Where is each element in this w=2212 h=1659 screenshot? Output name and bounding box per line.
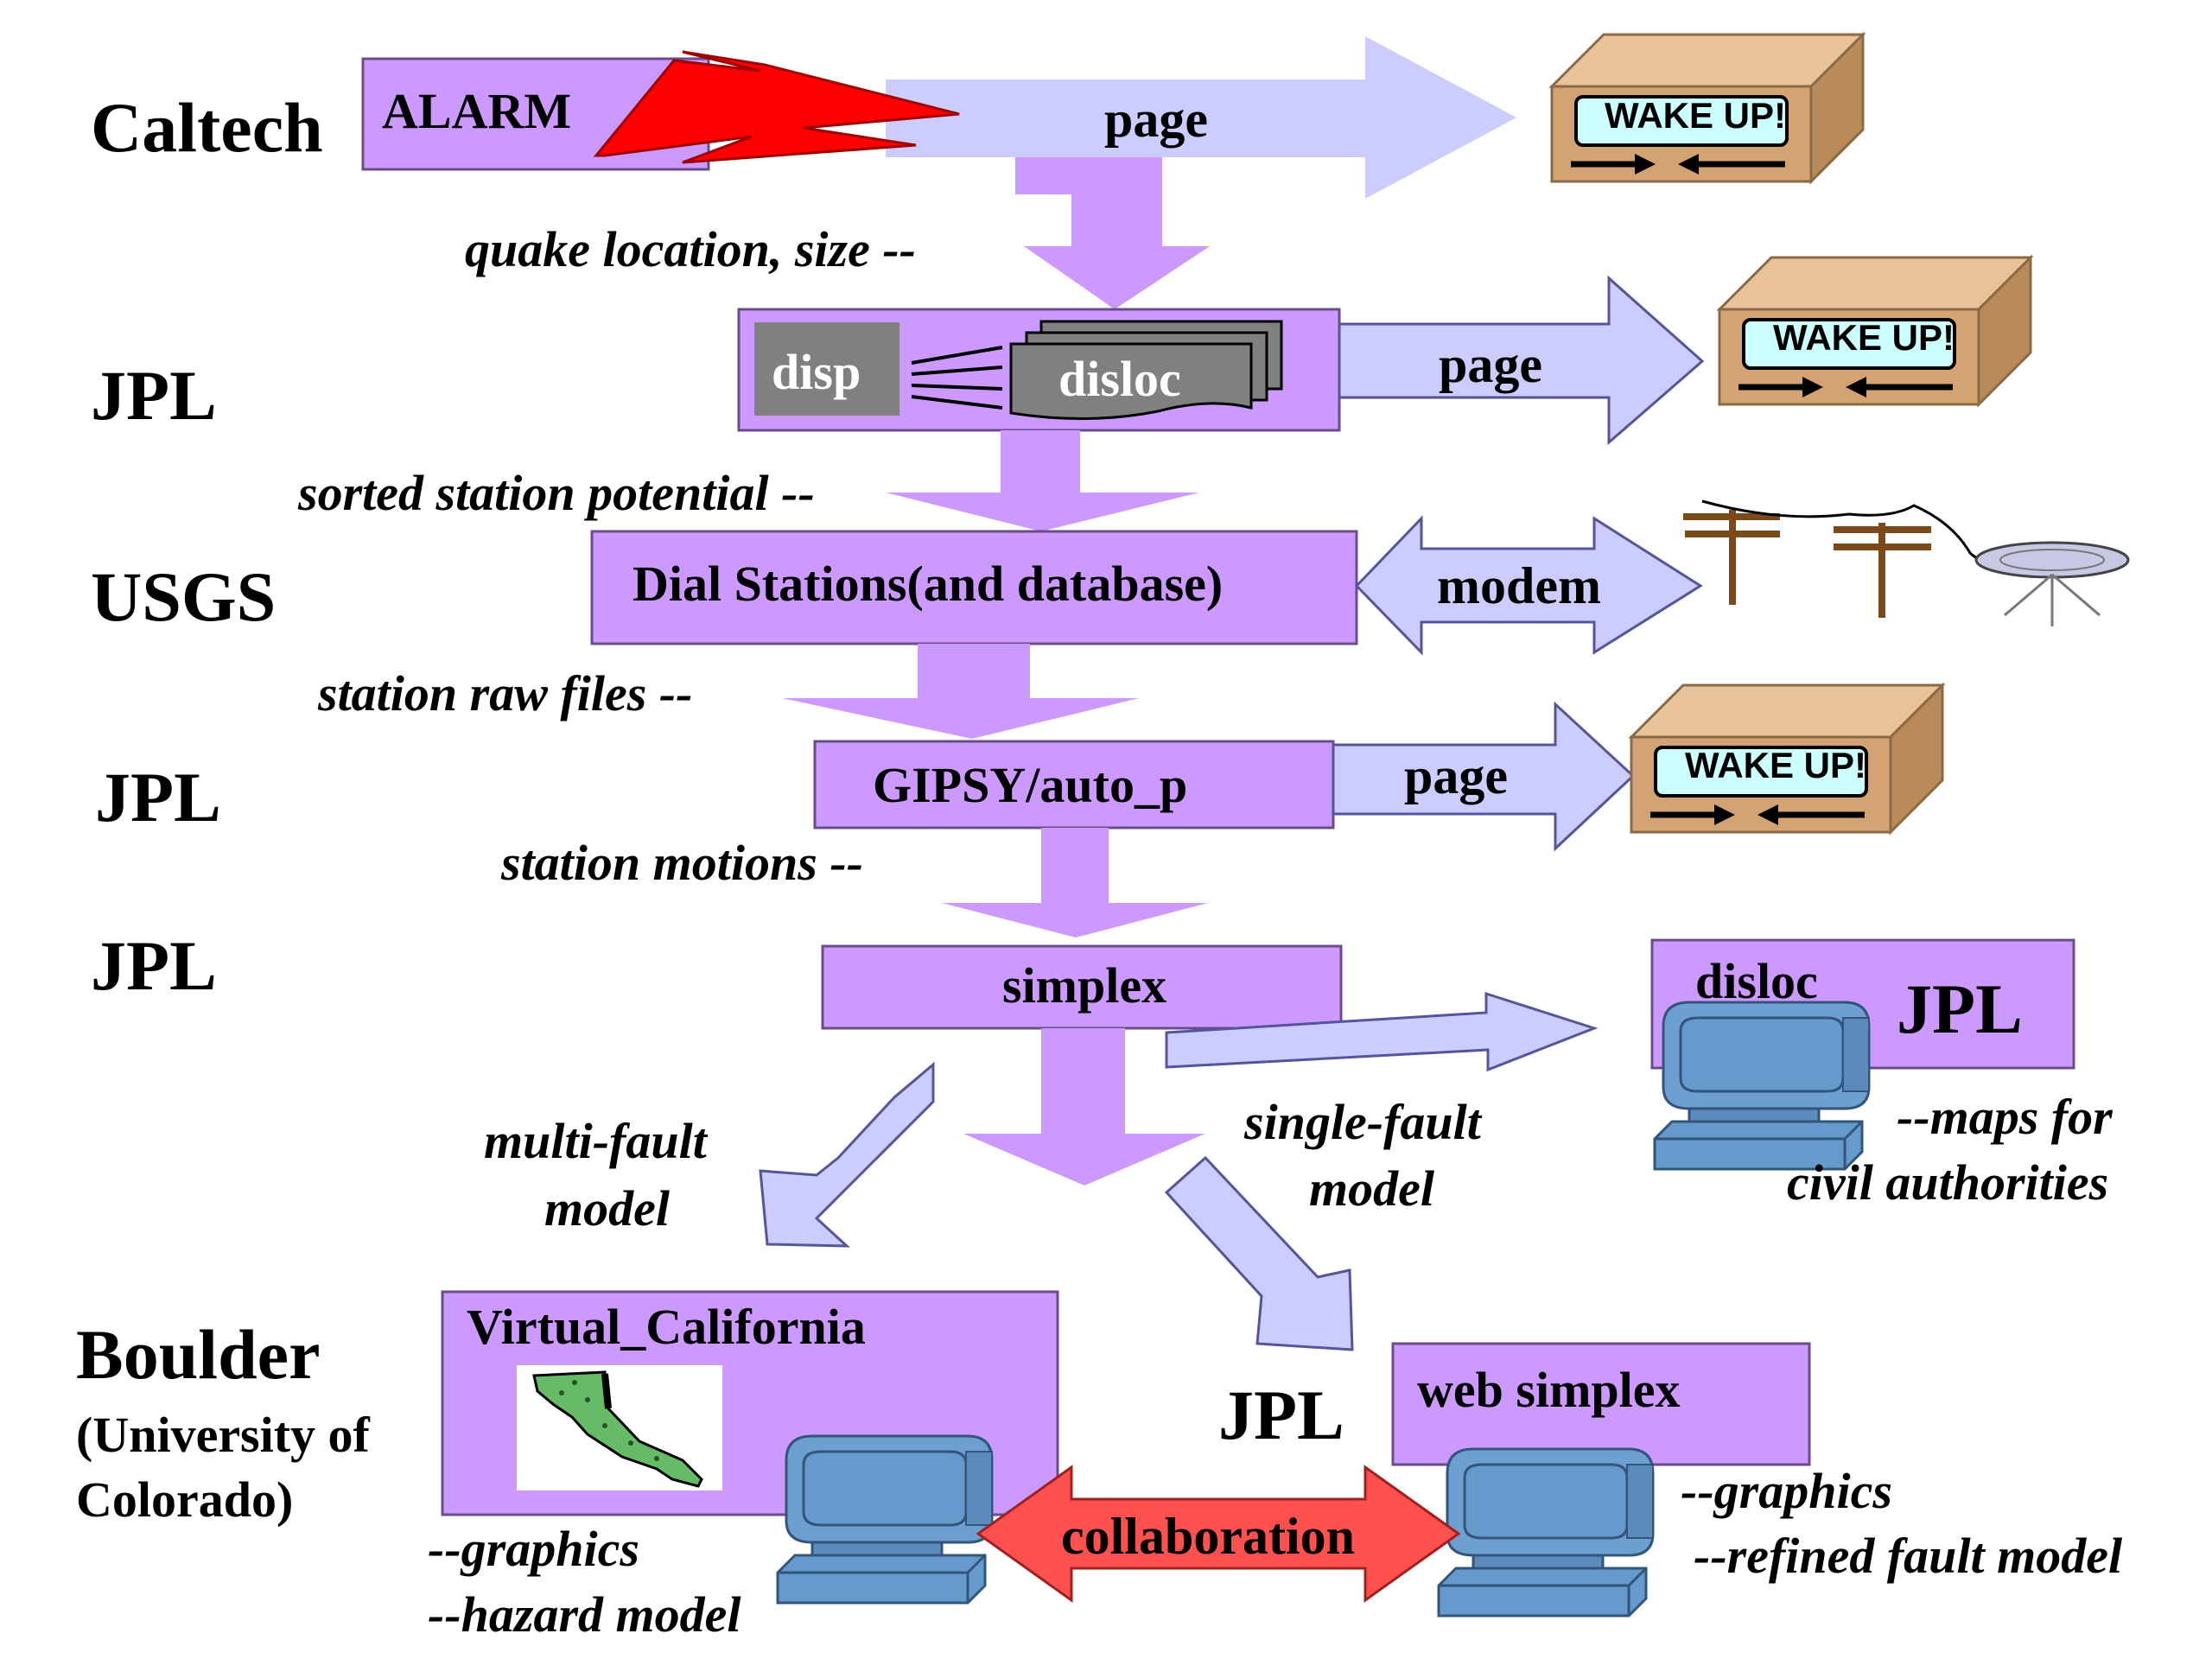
telephone-pole-icon bbox=[1683, 499, 2010, 618]
disp-box bbox=[754, 322, 899, 416]
flow-single-fault-2: model bbox=[1309, 1160, 1435, 1217]
disloc-stack-front bbox=[1009, 342, 1253, 420]
flow-station-raw: station raw files -- bbox=[317, 665, 692, 721]
flow-maps-2: civil authorities bbox=[1787, 1154, 2108, 1211]
gipsy-box bbox=[813, 740, 1335, 830]
gipsy-label: GIPSY/auto_p bbox=[873, 757, 1187, 813]
disloc-label: disloc bbox=[1058, 351, 1181, 407]
simplex-label: simplex bbox=[1002, 957, 1166, 1014]
org-boulder: Boulder bbox=[76, 1315, 320, 1394]
web-simplex-label: web simplex bbox=[1417, 1362, 1681, 1418]
page-arrow-1-label: page bbox=[1104, 91, 1208, 148]
flow-multi-fault-1: multi-fault bbox=[484, 1113, 709, 1169]
simplex-down-arrow bbox=[963, 1028, 1205, 1185]
pager-3-text: WAKE UP! bbox=[1685, 745, 1866, 785]
flow-multi-fault-2: model bbox=[544, 1180, 671, 1236]
virtual-california-label: Virtual_California bbox=[467, 1299, 866, 1355]
disp-label: disp bbox=[772, 344, 861, 400]
org-caltech: Caltech bbox=[91, 88, 323, 167]
lightning-bolt-icon bbox=[593, 50, 960, 164]
org-jpl-web: JPL bbox=[1218, 1376, 1344, 1454]
modem-label: modem bbox=[1437, 557, 1601, 614]
flow-quake-location: quake location, size -- bbox=[465, 221, 916, 277]
down-arrow-2 bbox=[886, 430, 1199, 531]
page-arrow-1 bbox=[886, 36, 1516, 199]
computer-icon bbox=[1653, 1001, 1871, 1171]
flow-sorted-station: sorted station potential -- bbox=[297, 465, 815, 521]
page-arrow-2 bbox=[1338, 275, 1705, 446]
org-boulder-sub-1: (University of bbox=[76, 1407, 371, 1463]
flow-station-motions: station motions -- bbox=[500, 835, 863, 891]
flow-vc-hazard: --hazard model bbox=[428, 1586, 741, 1643]
computer-icon bbox=[776, 1434, 994, 1605]
flow-single-fault-1: single-fault bbox=[1243, 1094, 1483, 1150]
simplex-to-maps-arrow bbox=[1165, 991, 1599, 1072]
flow-web-graphics: --graphics bbox=[1681, 1463, 1892, 1519]
dial-stations-label: Dial Stations(and database) bbox=[632, 556, 1223, 612]
collaboration-arrow bbox=[976, 1465, 1461, 1603]
collaboration-label: collaboration bbox=[1061, 1508, 1355, 1565]
single-fault-arrow bbox=[1164, 1155, 1354, 1351]
flow-web-refined: --refined fault model bbox=[1694, 1528, 2123, 1584]
california-map-icon bbox=[532, 1370, 703, 1488]
org-jpl-1: JPL bbox=[91, 356, 217, 435]
page-arrow-3 bbox=[1332, 701, 1636, 852]
page-arrow-3-label: page bbox=[1404, 747, 1508, 804]
down-arrow-1 bbox=[1015, 157, 1210, 309]
multi-fault-arrow bbox=[759, 1061, 935, 1248]
org-boulder-sub-2: Colorado) bbox=[76, 1471, 293, 1528]
page-arrow-2-label: page bbox=[1439, 336, 1542, 393]
pager-1-text: WAKE UP! bbox=[1605, 95, 1786, 136]
computer-icon bbox=[1437, 1447, 1655, 1618]
web-simplex-box bbox=[1391, 1342, 1811, 1466]
map-dots bbox=[559, 1380, 659, 1461]
org-jpl-2: JPL bbox=[95, 758, 221, 836]
flow-vc-graphics: --graphics bbox=[428, 1521, 639, 1577]
down-arrow-3 bbox=[782, 644, 1139, 739]
modem-arrow bbox=[1354, 515, 1703, 656]
down-arrow-4 bbox=[942, 828, 1208, 938]
alarm-label: ALARM bbox=[382, 83, 571, 139]
org-usgs: USGS bbox=[91, 557, 276, 636]
disp-to-disloc-arrows bbox=[911, 346, 1003, 410]
flow-maps-1: --maps for bbox=[1897, 1089, 2113, 1145]
satellite-dish-icon bbox=[1974, 541, 2130, 626]
pager-2-text: WAKE UP! bbox=[1773, 317, 1955, 358]
dial-stations-box bbox=[590, 530, 1358, 645]
fault-line bbox=[601, 1373, 612, 1409]
org-jpl-3: JPL bbox=[91, 926, 217, 1005]
disloc-maps-label: disloc bbox=[1695, 953, 1818, 1009]
org-jpl-maps: JPL bbox=[1897, 969, 2023, 1048]
